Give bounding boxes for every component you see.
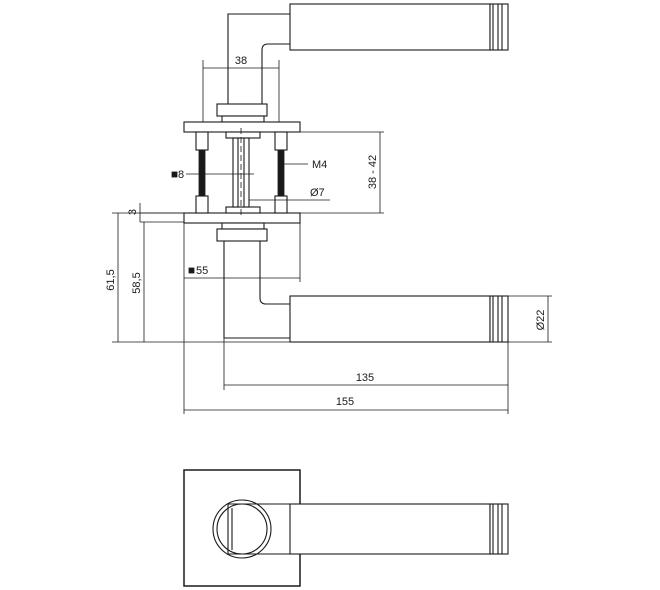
screw-right <box>274 131 288 214</box>
dimension-58-5: 58,5 <box>131 222 145 342</box>
dim-label-d7: Ø7 <box>310 187 325 199</box>
dimension-135: 135 <box>223 338 509 414</box>
upper-lever <box>216 3 509 117</box>
dimension-d7: Ø7 <box>249 187 330 201</box>
spindle <box>232 128 250 218</box>
dimension-38: 38 <box>202 55 280 122</box>
dim-label-door-thickness: 38 - 42 <box>367 155 379 189</box>
dim-label-3: 3 <box>127 209 139 215</box>
dimension-55: 55 <box>183 223 301 414</box>
dim-label-135: 135 <box>356 372 374 384</box>
lower-lever <box>223 241 509 343</box>
screw-left <box>195 131 209 214</box>
dimension-3: 3 <box>127 203 184 223</box>
dim-label-155: 155 <box>336 396 354 408</box>
dimension-d22: Ø22 <box>508 295 552 343</box>
dimension-m4: M4 <box>284 159 327 171</box>
dimension-61-5: 61,5 <box>105 212 290 343</box>
dim-label-61-5: 61,5 <box>105 269 117 290</box>
dimension-8: 8 <box>171 169 254 181</box>
dim-label-55: 55 <box>196 265 208 277</box>
dim-label-8: 8 <box>178 169 184 181</box>
dim-label-58-5: 58,5 <box>131 272 143 293</box>
dim-label-m4: M4 <box>312 159 327 171</box>
front-view <box>183 469 509 587</box>
dim-label-38: 38 <box>235 55 247 67</box>
dimension-door-thickness: 38 - 42 <box>300 131 384 214</box>
dimension-155: 155 <box>184 396 508 411</box>
dim-label-d22: Ø22 <box>535 310 547 331</box>
